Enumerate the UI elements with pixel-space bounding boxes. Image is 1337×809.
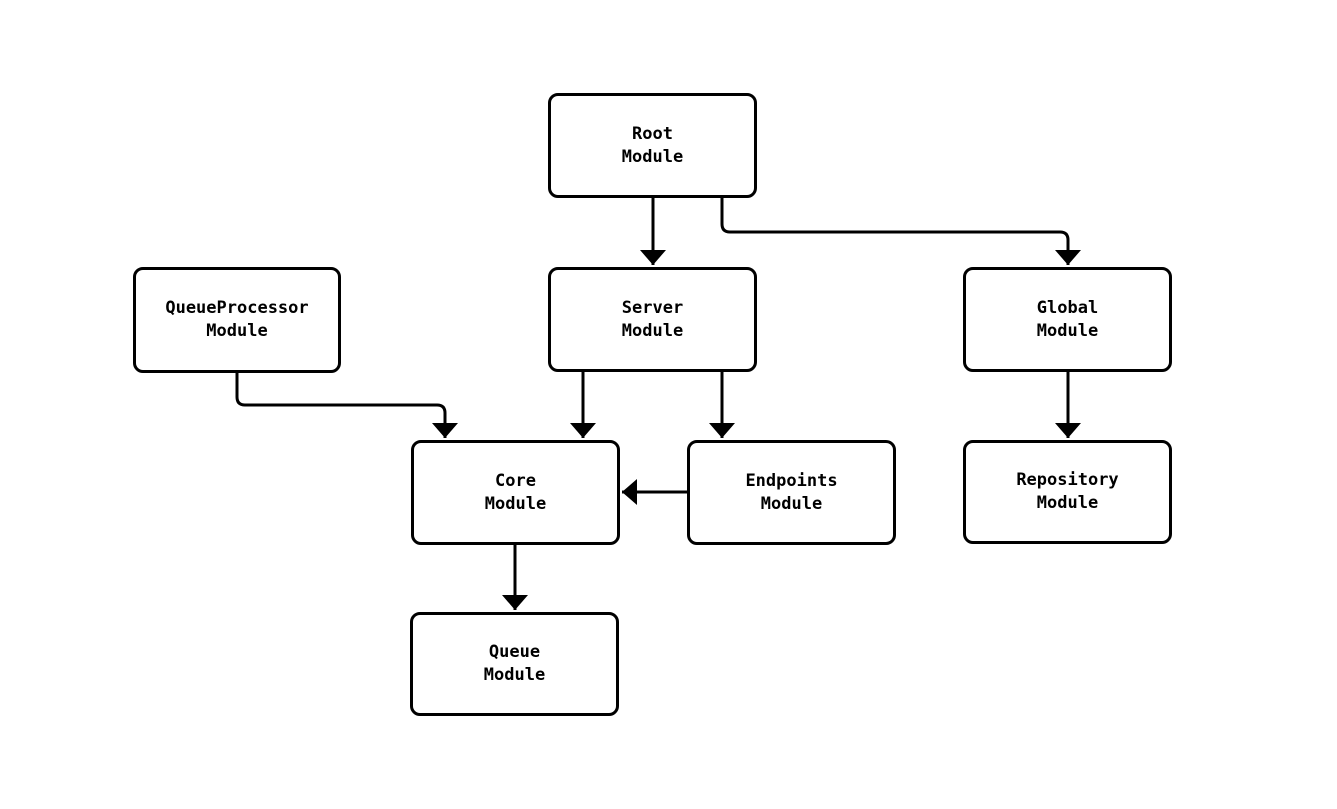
node-label: Repository Module [1016, 470, 1119, 513]
node-core-module: Core Module [411, 440, 620, 545]
node-label: Core Module [484, 470, 547, 514]
node-global-module: Global Module [963, 267, 1172, 372]
node-label: Global Module [1036, 297, 1099, 341]
edge-queueprocessor-to-core [235, 373, 458, 438]
node-repository-module: Repository Module [963, 440, 1172, 544]
node-label: QueueProcessor Module [165, 298, 309, 341]
node-label: Root Module [621, 123, 684, 167]
node-label: Endpoints Module [745, 470, 838, 514]
edge-root-to-global [720, 198, 1081, 265]
node-server-module: Server Module [548, 267, 757, 372]
node-queueprocessor-module: QueueProcessor Module [133, 267, 341, 373]
node-endpoints-module: Endpoints Module [687, 440, 896, 545]
node-label: Queue Module [483, 642, 546, 685]
node-root-module: Root Module [548, 93, 757, 198]
node-queue-module: Queue Module [410, 612, 619, 716]
node-label: Server Module [621, 297, 684, 341]
